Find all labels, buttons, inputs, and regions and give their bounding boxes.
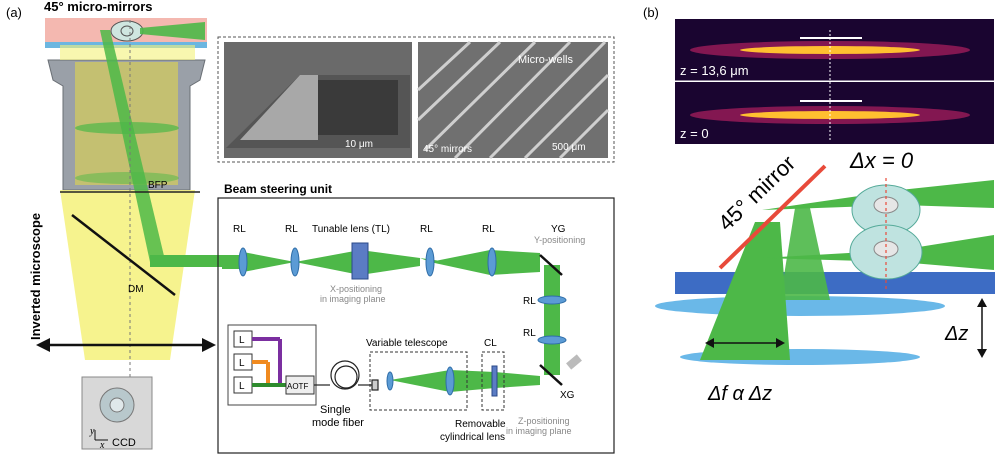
tunable-lens	[351, 242, 369, 280]
arrow-head-right	[202, 338, 216, 352]
ccd-label: CCD	[112, 437, 136, 449]
removable-label-1: Removable	[455, 419, 506, 430]
df-label: Δf α Δz	[707, 383, 772, 405]
z-bottom-label: z = 0	[680, 126, 709, 141]
beam-steering-title: Beam steering unit	[224, 182, 332, 196]
yellow-light-top	[60, 45, 195, 60]
dm-label: DM	[128, 284, 144, 295]
variable-telescope-box	[369, 351, 468, 411]
micro-mirrors-title: 45° micro-mirrors	[44, 0, 153, 14]
xg-label: XG	[560, 390, 575, 401]
xg-motor	[566, 354, 582, 370]
df-arrow-head	[776, 338, 785, 348]
sem-45-mirrors: 45° mirrors	[423, 144, 472, 155]
laser-label-1: L	[239, 335, 245, 346]
inverted-microscope-label: Inverted microscope	[28, 213, 43, 340]
beam-steering-box	[217, 197, 615, 454]
xg-mirror	[539, 364, 563, 386]
excitation-beam-top	[140, 22, 205, 40]
substrate-bar	[675, 272, 995, 294]
beam-vertical	[544, 265, 560, 375]
cell-icon	[849, 184, 923, 280]
x-positioning-label-1: X-positioning	[330, 284, 382, 294]
sem-stripes	[416, 40, 610, 160]
variable-telescope-label: Variable telescope	[366, 338, 448, 349]
rl-label-4: RL	[482, 224, 495, 235]
arrow-head-left	[36, 338, 50, 352]
beam-segment	[360, 250, 420, 275]
beam-segment	[295, 250, 360, 275]
beam-cone-small	[780, 208, 830, 300]
yg-mirror	[539, 254, 563, 276]
ccd-sensor-inner	[109, 397, 125, 413]
panel-label-a: (a)	[6, 5, 22, 20]
beam-cone-large	[700, 222, 790, 360]
tunable-lens-label: Tunable lens (TL)	[312, 224, 390, 235]
excitation-beam	[100, 30, 165, 262]
rl-label-1: RL	[233, 224, 246, 235]
lens-element	[75, 172, 179, 184]
yellow-light-cone	[60, 190, 195, 360]
lens-element	[75, 122, 179, 134]
telescope-lens	[386, 371, 394, 391]
rl-label-5: RL	[523, 296, 536, 307]
single-mode-label-2: mode fiber	[312, 417, 364, 429]
dz-arrow-head	[977, 298, 987, 307]
sem-well	[318, 80, 398, 135]
sem-panel-frame	[217, 36, 615, 163]
telescope-lens	[445, 366, 455, 396]
x-positioning-label-2: in imaging plane	[320, 294, 386, 304]
sem-micro-wells: Micro-wells	[518, 54, 574, 66]
axis-y-label: y	[89, 426, 95, 437]
fiber-coil	[314, 360, 379, 391]
cell-icon	[120, 25, 134, 37]
removable-label-2: cylindrical lens	[440, 432, 505, 443]
cl-box	[481, 351, 505, 411]
rl-label-6: RL	[523, 328, 536, 339]
z-top-label: z = 13,6 μm	[680, 63, 749, 78]
cylindrical-lens	[491, 365, 498, 397]
cl-label: CL	[484, 338, 497, 349]
laser-label-2: L	[239, 358, 245, 369]
rl-label-3: RL	[420, 224, 433, 235]
df-arrow-head	[705, 338, 714, 348]
dichroic-mirror	[71, 214, 176, 296]
relay-lens-group	[238, 247, 567, 345]
cell-icon	[110, 20, 144, 42]
z-positioning-label-1: Z-positioning	[518, 416, 570, 426]
panel-label-b: (b)	[643, 5, 659, 20]
sem-mirror-face	[240, 75, 318, 140]
single-mode-label-1: Single	[320, 404, 351, 416]
z-positioning-label-2: in imaging plane	[506, 426, 572, 436]
beam-lower	[390, 370, 450, 392]
dz-arrow-head	[977, 349, 987, 358]
laser-label-3: L	[239, 381, 245, 392]
rl-label-2: RL	[285, 224, 298, 235]
dx-label: Δx = 0	[849, 148, 914, 173]
sem-scale-right: 500 μm	[552, 142, 586, 153]
yg-label: YG	[551, 224, 566, 235]
sem-scale-left: 10 μm	[345, 139, 373, 150]
y-positioning-label: Y-positioning	[534, 235, 585, 245]
beam-to-steering	[150, 255, 222, 267]
beam-segment	[243, 252, 295, 272]
axis-x-label: x	[99, 440, 105, 451]
beam-segment	[430, 250, 540, 275]
aotf-label: AOTF	[287, 382, 308, 391]
dz-label: Δz	[944, 323, 968, 345]
bfp-label: BFP	[148, 180, 168, 191]
mirror-45	[718, 164, 827, 270]
